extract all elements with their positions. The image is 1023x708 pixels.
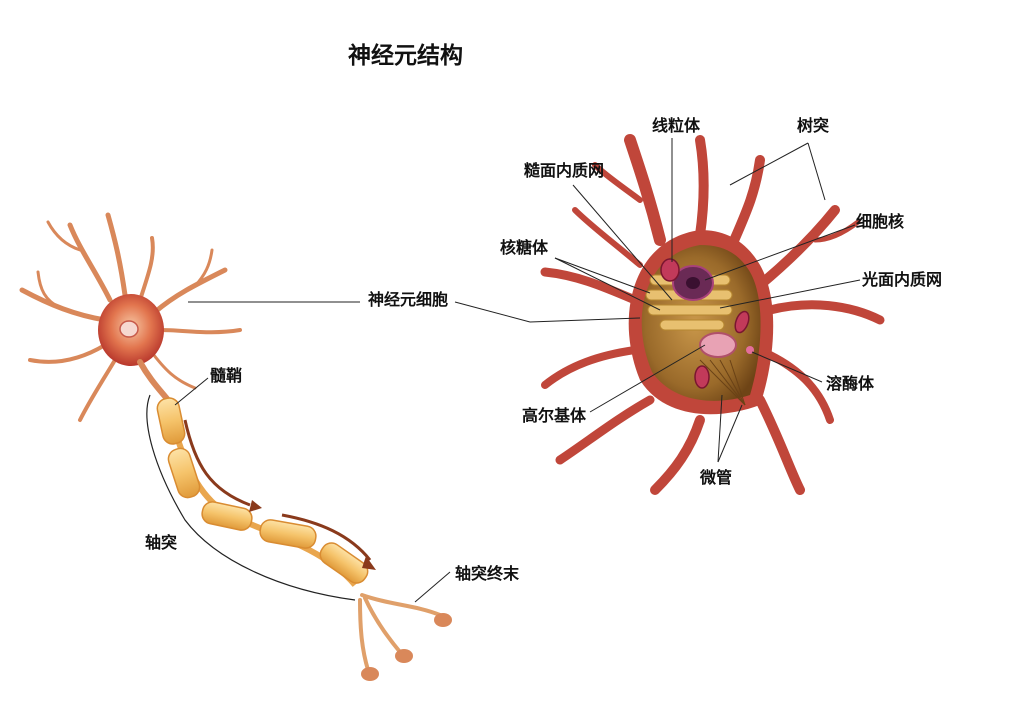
label-cell-body: 神经元细胞 [368,290,449,309]
mitochondrion-1 [660,258,680,282]
label-ribosome: 核糖体 [500,238,549,257]
right-dendrites [540,134,885,495]
axon-bracket [146,394,356,601]
diagram-title: 神经元结构 [348,43,463,69]
axon-hillock [137,359,171,403]
label-rough-er: 糙面内质网 [524,161,605,180]
mitochondrion-3 [694,365,710,389]
label-dendrite: 树突 [797,116,830,135]
synaptic-knobs [361,613,452,681]
signal-arrows [183,419,372,561]
label-smooth-er: 光面内质网 [862,270,943,289]
golgi-organelle [699,332,737,358]
label-axon-terminal: 轴突终末 [455,564,520,583]
mitochondrion-2 [734,310,750,334]
microtubule-lines [699,359,746,406]
axon-terminal-branches [358,593,442,672]
label-mitochondria: 线粒体 [652,116,701,135]
left-nucleus [119,320,139,338]
label-axon: 轴突 [145,533,178,552]
label-microtubule: 微管 [700,468,733,487]
leader-lines [174,138,861,603]
nucleolus [686,277,700,289]
label-myelin-sheath: 髓鞘 [210,366,243,385]
myelin-segments [156,397,369,584]
label-lysosome: 溶酶体 [826,374,875,393]
label-golgi: 高尔基体 [522,406,587,425]
label-nucleus: 细胞核 [856,212,905,231]
